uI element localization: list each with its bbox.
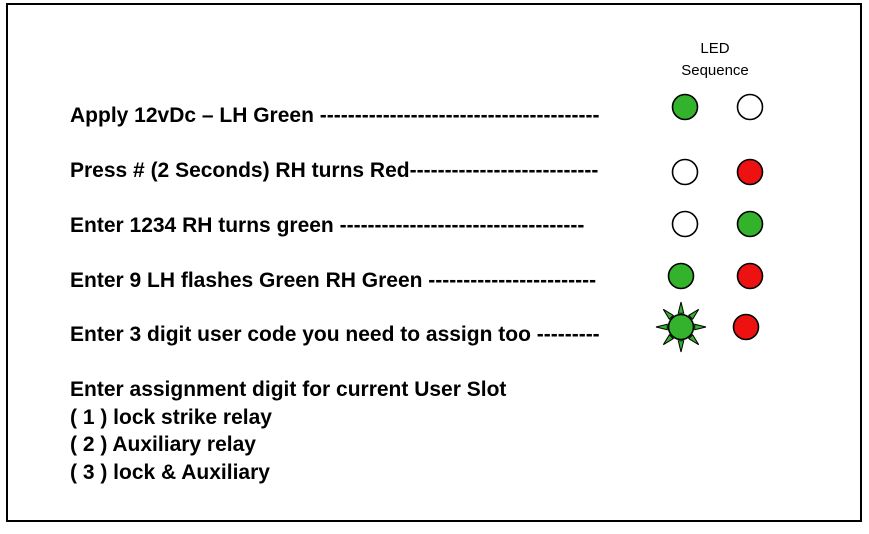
flash-ray-icon [687, 333, 700, 346]
flash-ray-icon [655, 323, 668, 331]
led-rh-step-5 [732, 313, 760, 341]
led-lh-step-5 [667, 313, 695, 341]
lh-flash-burst-icon [655, 301, 707, 353]
led-rh-step-3 [736, 210, 764, 238]
led-lh-step-1 [671, 93, 699, 121]
step-enter-9: Enter 9 LH flashes Green RH Green ------… [70, 269, 597, 292]
step-press-hash: Press # (2 Seconds) RH turns Red--------… [70, 159, 599, 182]
step-enter-1234: Enter 1234 RH turns green --------------… [70, 214, 585, 237]
flash-ray-icon [694, 323, 707, 331]
assignment-block: Enter assignment digit for current User … [70, 376, 506, 486]
led-rh-step-2 [736, 158, 764, 186]
header-sequence-label: Sequence [681, 62, 749, 79]
assignment-option-3: ( 3 ) lock & Auxiliary [70, 460, 270, 484]
header-led-label: LED [700, 40, 730, 57]
assignment-option-1: ( 1 ) lock strike relay [70, 405, 272, 429]
step-apply-power: Apply 12vDc – LH Green -----------------… [70, 104, 600, 127]
assignment-option-2: ( 2 ) Auxiliary relay [70, 433, 256, 456]
led-rh-step-1 [736, 93, 764, 121]
led-lh-step-3 [671, 210, 699, 238]
led-lh-step-2 [671, 158, 699, 186]
led-rh-step-4 [736, 262, 764, 290]
led-sequence-header: LED Sequence [670, 38, 760, 82]
step-enter-user-code: Enter 3 digit user code you need to assi… [70, 323, 600, 346]
flash-ray-icon [687, 308, 700, 321]
flash-ray-icon [677, 340, 685, 353]
diagram-frame [6, 3, 862, 522]
flash-ray-icon [677, 301, 685, 314]
flash-ray-icon [662, 308, 675, 321]
led-lh-step-4 [667, 262, 695, 290]
assignment-heading: Enter assignment digit for current User … [70, 378, 507, 401]
flash-ray-icon [662, 333, 675, 346]
